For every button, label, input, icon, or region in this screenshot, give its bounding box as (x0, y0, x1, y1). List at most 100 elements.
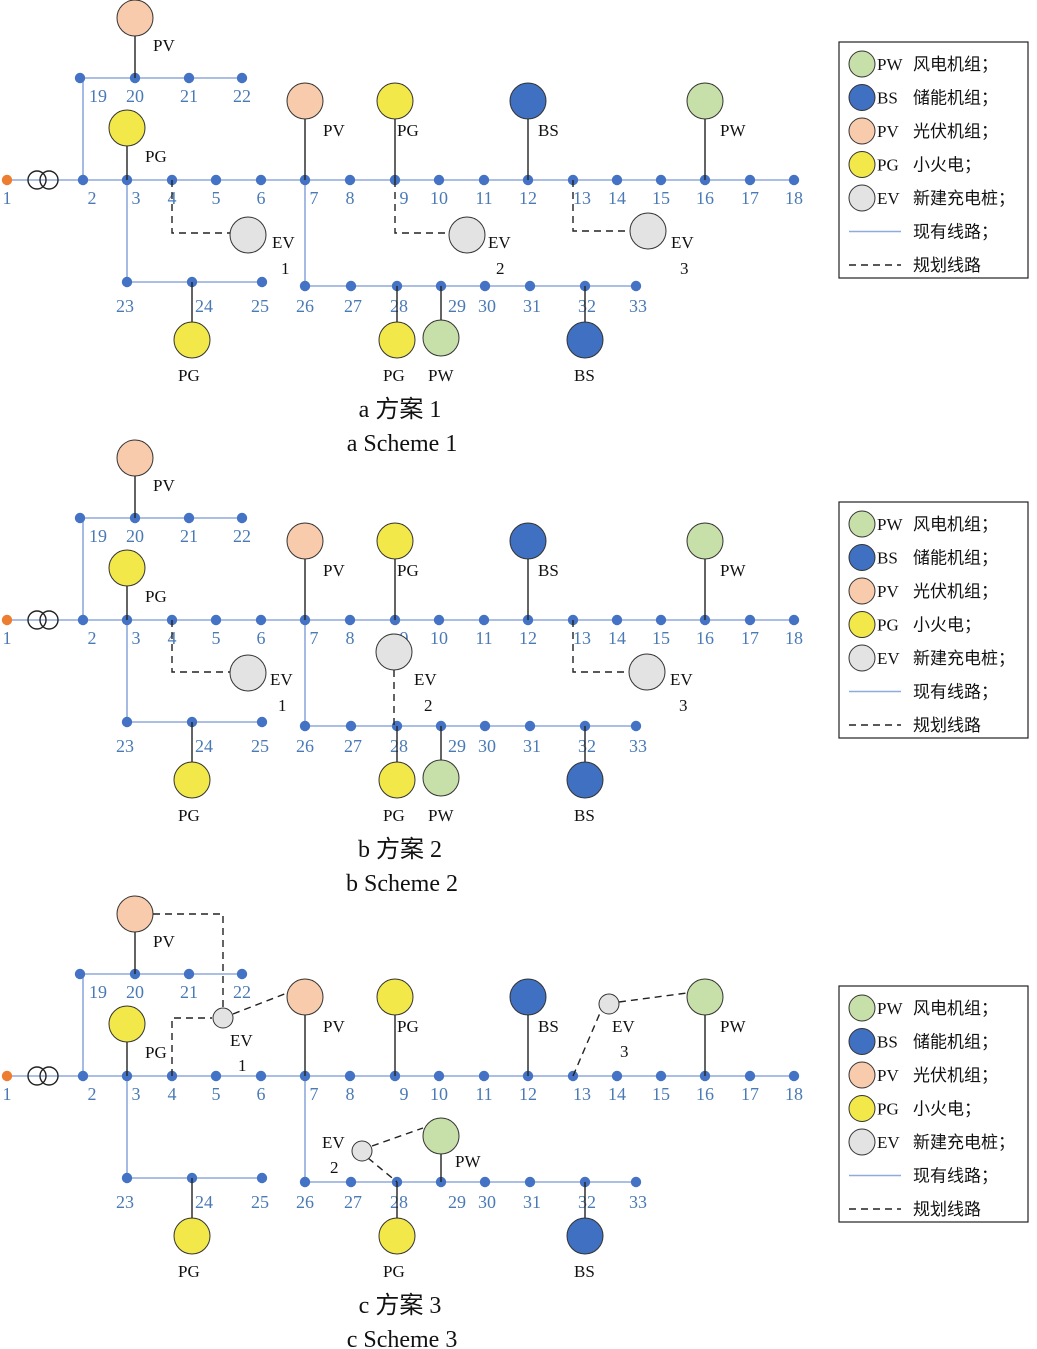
ev-charger-3 (629, 212, 667, 250)
bus-number-2: 2 (88, 188, 97, 208)
bs-device (509, 82, 547, 120)
ev-charger-1 (212, 1007, 234, 1029)
bus-number-17: 17 (741, 628, 759, 648)
source-bus (1, 614, 13, 626)
bus-node (255, 1070, 267, 1082)
bus-number-21: 21 (180, 982, 198, 1002)
ev-charger-1 (229, 654, 267, 692)
planned-line (572, 620, 630, 673)
bus-number-33: 33 (629, 736, 647, 756)
bus-node (345, 720, 357, 732)
pv-device (286, 522, 324, 560)
bs-device (509, 522, 547, 560)
bus-number-3: 3 (132, 628, 141, 648)
legend-label: 储能机组； (913, 549, 998, 568)
bus-number-31: 31 (523, 1192, 541, 1212)
bus-number-5: 5 (212, 1084, 221, 1104)
legend-ev-marker (848, 184, 876, 212)
bus-node (744, 174, 756, 186)
pg-device-label: PG (178, 806, 200, 825)
bus-number-31: 31 (523, 736, 541, 756)
bs-device-label: BS (574, 1262, 595, 1281)
ev-label: EV (414, 670, 437, 689)
bus-node (345, 1176, 357, 1188)
bus-number-5: 5 (212, 188, 221, 208)
pv-device-label: PV (153, 932, 175, 951)
bus-node (344, 1070, 356, 1082)
bus-node (479, 720, 491, 732)
legend-label: 规划线路 (913, 1200, 981, 1219)
bus-node (256, 276, 268, 288)
legend-pv-marker (848, 577, 876, 605)
bus-number-32: 32 (578, 296, 596, 316)
planned-line (232, 992, 288, 1015)
pg-device-label: PG (397, 121, 419, 140)
bus-node (74, 512, 86, 524)
pg-device-label: PG (178, 1262, 200, 1281)
legend-pg-marker (848, 1095, 876, 1122)
bus-number-13: 13 (573, 628, 591, 648)
pv-device-label: PV (153, 36, 175, 55)
pw-device-label: PW (720, 121, 746, 140)
bus-node (344, 174, 356, 186)
bus-node (77, 614, 89, 626)
bus-number-1: 1 (3, 1084, 12, 1104)
branch-23-25-line (126, 1076, 262, 1179)
legend-label: 规划线路 (913, 716, 981, 735)
bus-number-16: 16 (696, 1084, 714, 1104)
legend-box (838, 985, 1029, 1223)
legend-label: 风电机组； (913, 515, 998, 534)
bus-number-18: 18 (785, 628, 803, 648)
bus-number-12: 12 (519, 1084, 537, 1104)
bus-number-14: 14 (608, 628, 626, 648)
bus-number-12: 12 (519, 188, 537, 208)
bus-number-11: 11 (475, 1084, 492, 1104)
pv-device (286, 978, 324, 1016)
legend-code: PW (877, 515, 903, 534)
pg-device (378, 1217, 416, 1255)
ev-number: 1 (281, 259, 290, 278)
bus-node (255, 174, 267, 186)
bus-node (183, 512, 195, 524)
pg-device-label: PG (383, 1262, 405, 1281)
bus-node (479, 1176, 491, 1188)
pv-device (116, 0, 154, 37)
bs-device-label: BS (574, 806, 595, 825)
bus-node (433, 1070, 445, 1082)
legend-label: 小火电； (913, 156, 981, 175)
bs-device-label: BS (538, 1017, 559, 1036)
bus-number-1: 1 (3, 188, 12, 208)
bus-number-19: 19 (89, 982, 107, 1002)
caption-en: a Scheme 1 (347, 431, 458, 457)
bus-number-3: 3 (132, 188, 141, 208)
pw-device-label: PW (720, 561, 746, 580)
bus-node (121, 276, 133, 288)
planned-line (572, 180, 631, 232)
pg-device (376, 522, 414, 560)
pg-device-label: PG (383, 366, 405, 385)
bus-number-33: 33 (629, 1192, 647, 1212)
bus-number-27: 27 (344, 296, 362, 316)
bs-device-label: BS (538, 121, 559, 140)
bs-device (509, 978, 547, 1016)
pw-device-label: PW (428, 366, 454, 385)
pg-device (376, 82, 414, 120)
legend-code: BS (877, 549, 898, 568)
pg-device-label: PG (145, 587, 167, 606)
legend-pg-marker (848, 151, 876, 178)
planned-line (171, 1017, 212, 1076)
bus-number-1: 1 (3, 628, 12, 648)
bus-node (121, 716, 133, 728)
legend-code: EV (877, 649, 900, 668)
bus-node (630, 720, 642, 732)
source-bus (1, 1070, 13, 1082)
bus-node (524, 1176, 536, 1188)
bus-number-11: 11 (475, 628, 492, 648)
bus-number-8: 8 (346, 628, 355, 648)
bus-number-32: 32 (578, 736, 596, 756)
legend-pw-marker (848, 50, 876, 78)
legend-label: 现有线路； (913, 1167, 998, 1186)
